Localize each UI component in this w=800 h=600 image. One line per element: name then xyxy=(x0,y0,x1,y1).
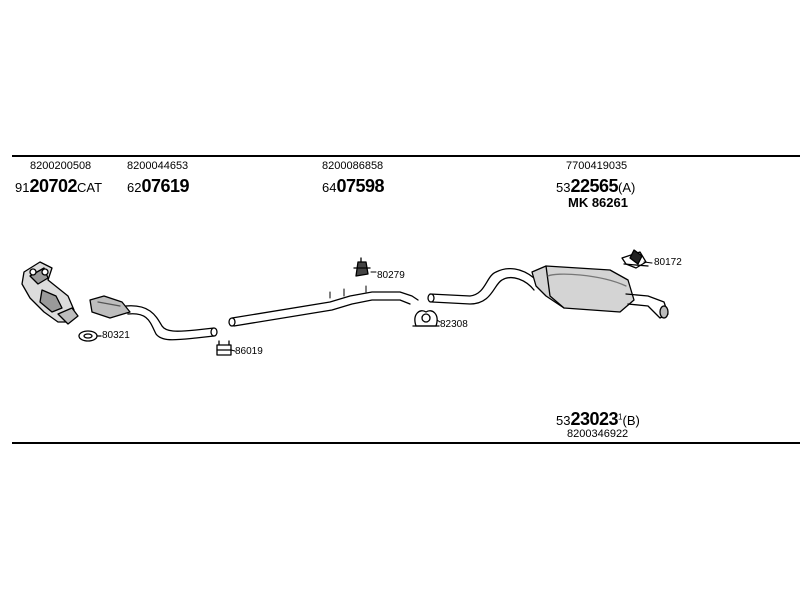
part-suffix-1: CAT xyxy=(77,180,103,195)
clamp-82308 xyxy=(412,310,440,327)
part-main-2: 07619 xyxy=(141,176,190,196)
rear-pipe xyxy=(427,267,535,305)
part-sup-bottom: 1 xyxy=(618,412,623,422)
oem-number-1: 8200200508 xyxy=(30,160,92,172)
part-prefix-bottom: 53 xyxy=(556,413,571,428)
accessory-label-80279: 80279 xyxy=(377,270,405,281)
part-suffix-bottom: (B) xyxy=(622,413,640,428)
part-prefix-2: 62 xyxy=(127,180,142,195)
accessory-label-80172: 80172 xyxy=(654,257,682,268)
part-main-4: 22565 xyxy=(570,176,619,196)
part-number-3: 6407598 xyxy=(322,176,385,196)
part-main-3: 07598 xyxy=(336,176,385,196)
rear-muffler xyxy=(531,265,669,319)
part-number-1: 9120702CAT xyxy=(15,177,102,195)
part-main-1: 20702 xyxy=(29,176,78,196)
clamp-86019 xyxy=(216,340,232,356)
gasket-80321 xyxy=(78,330,102,342)
part-number-2: 6207619 xyxy=(127,176,190,196)
bottom-rule xyxy=(12,442,800,444)
leader-lines xyxy=(230,261,653,352)
part-number-bottom: 53230231(B) xyxy=(556,410,640,428)
part-prefix-1: 91 xyxy=(15,180,30,195)
accessory-label-86019: 86019 xyxy=(235,346,263,357)
mk-number: MK 86261 xyxy=(568,195,628,210)
intermediate-pipe xyxy=(89,295,218,341)
middle-pipe xyxy=(228,285,419,327)
accessory-label-80321: 80321 xyxy=(102,330,130,341)
part-number-4: 5322565(A) xyxy=(556,177,635,195)
part-prefix-4: 53 xyxy=(556,180,571,195)
part-main-bottom: 23023 xyxy=(570,409,619,429)
oem-number-2: 8200044653 xyxy=(127,160,189,172)
part-suffix-4: (A) xyxy=(618,180,636,195)
catalytic-converter xyxy=(21,261,79,325)
oem-number-4: 7700419035 xyxy=(566,160,628,172)
hanger-80172 xyxy=(621,249,649,269)
oem-number-3: 8200086858 xyxy=(322,160,384,172)
accessory-label-82308: 82308 xyxy=(440,319,468,330)
top-rule xyxy=(12,155,800,157)
oem-number-bottom: 8200346922 xyxy=(567,428,629,440)
part-prefix-3: 64 xyxy=(322,180,337,195)
hanger-80279 xyxy=(353,257,371,277)
